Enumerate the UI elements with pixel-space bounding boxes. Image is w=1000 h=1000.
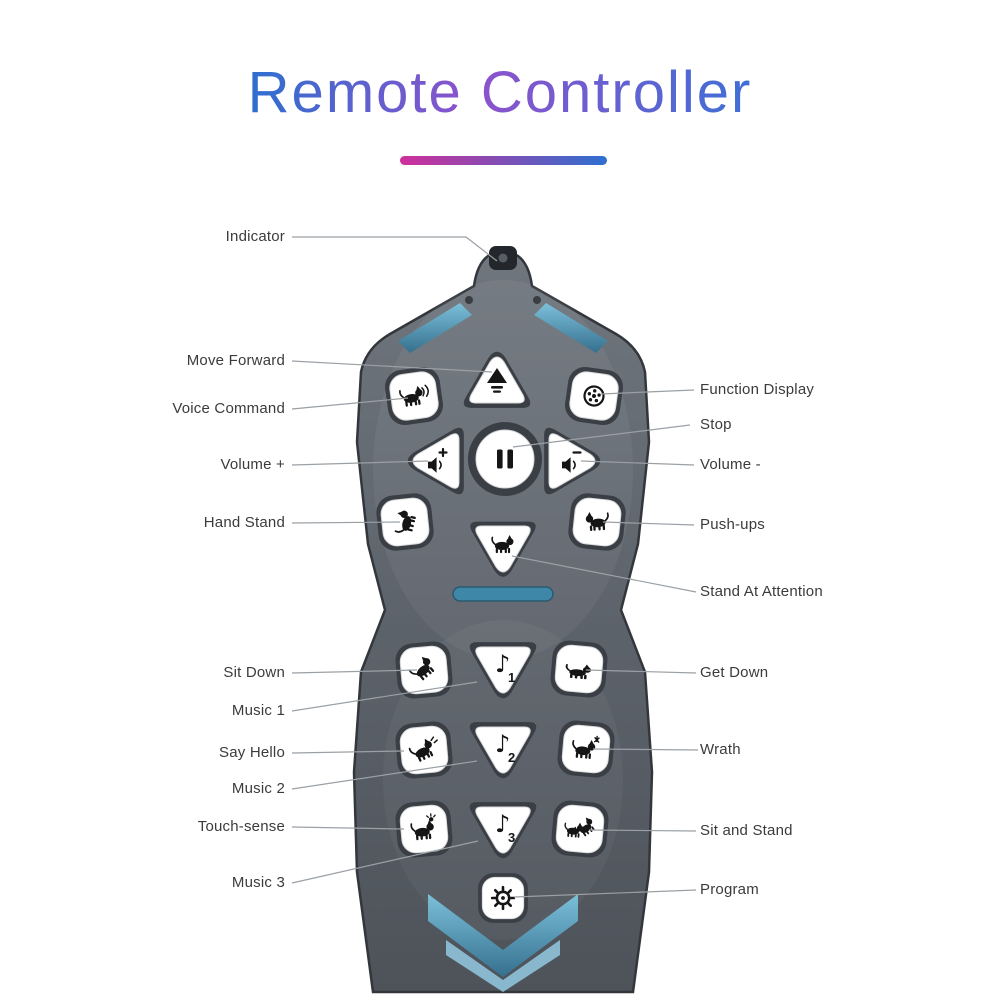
music-number: 2 — [508, 750, 515, 765]
sit-and-stand-button — [550, 799, 610, 859]
callout-line-sit-down — [291, 669, 418, 674]
callout-label-volume-minus: Volume - — [700, 456, 761, 473]
callout-line-stop — [512, 424, 691, 448]
callout-line-touch-sense — [291, 826, 405, 830]
music-note-icon: ♪ — [495, 730, 510, 758]
callout-lines — [291, 236, 699, 898]
callout-label-music-2: Music 2 — [231, 780, 285, 797]
callout-label-voice-command: Voice Command — [172, 400, 285, 417]
dog-bark-icon — [398, 384, 429, 409]
callout-label-program: Program — [700, 881, 759, 898]
get-down-button — [549, 639, 609, 699]
callout-line-program — [513, 889, 697, 898]
gear-icon — [490, 885, 516, 911]
say-hello-button — [394, 720, 454, 780]
callout-label-move-forward: Move Forward — [186, 352, 285, 369]
music-number: 1 — [508, 670, 515, 685]
music-note-icon: ♪ — [495, 810, 510, 838]
callout-line-volume-minus — [580, 460, 695, 466]
left-accent-stripe — [398, 303, 472, 353]
volume-minus-button — [544, 427, 601, 495]
callout-label-stop: Stop — [700, 416, 732, 433]
dog-touch-icon — [409, 813, 436, 842]
callout-line-function-display — [600, 389, 695, 395]
callout-label-wrath: Wrath — [700, 741, 741, 758]
remote-buttons: ♪ 1 ♪ 2 — [374, 351, 628, 923]
page-title: Remote Controller — [248, 60, 753, 125]
screw — [465, 296, 473, 304]
callout-label-stand-at-attention: Stand At Attention — [700, 583, 823, 600]
callout-label-function-display: Function Display — [700, 381, 815, 398]
callout-line-get-down — [585, 669, 697, 674]
ir-slot — [452, 586, 554, 602]
music-1-button: ♪ 1 — [469, 642, 537, 699]
callout-label-volume-plus: Volume + — [220, 456, 285, 473]
callout-line-sit-and-stand — [588, 829, 697, 832]
bottom-chevron — [428, 894, 578, 977]
callout-line-say-hello — [291, 750, 405, 754]
callout-line-voice-command — [291, 397, 409, 410]
wrath-button — [556, 719, 616, 779]
music-note-icon: ♪ — [495, 650, 510, 678]
callout-line-hand-stand — [291, 521, 401, 524]
voice-command-button — [382, 364, 446, 428]
callout-label-indicator: Indicator — [225, 228, 285, 245]
callout-line-volume-plus — [291, 460, 429, 466]
callout-label-touch-sense: Touch-sense — [197, 818, 285, 835]
callout-label-sit-down: Sit Down — [223, 664, 285, 681]
music-3-button: ♪ 3 — [469, 802, 537, 859]
callout-label-get-down: Get Down — [700, 664, 769, 681]
pause-icon — [497, 449, 513, 469]
move-forward-button — [463, 351, 531, 408]
callout-label-say-hello: Say Hello — [219, 744, 285, 761]
stop-button — [468, 422, 542, 496]
callout-line-music-3 — [291, 840, 479, 884]
callout-line-music-1 — [291, 681, 478, 712]
volume-plus-button — [407, 427, 464, 495]
right-accent-stripe — [534, 303, 608, 353]
callout-label-music-3: Music 3 — [231, 874, 285, 891]
callout-label-sit-and-stand: Sit and Stand — [700, 822, 793, 839]
music-number: 3 — [508, 830, 515, 845]
music-2-button: ♪ 2 — [469, 722, 537, 779]
dog-wave-icon — [407, 736, 438, 765]
program-button — [478, 873, 528, 923]
callout-line-indicator — [292, 236, 498, 262]
callout-line-wrath — [592, 748, 699, 751]
callout-line-push-ups — [602, 521, 695, 526]
callout-label-hand-stand: Hand Stand — [203, 514, 285, 531]
reel-icon — [583, 385, 605, 407]
title-underline — [400, 156, 607, 165]
screw — [533, 296, 541, 304]
dog-angry-icon — [570, 735, 600, 761]
touch-sense-button — [394, 799, 454, 859]
callout-line-music-2 — [291, 760, 478, 790]
callout-label-music-1: Music 1 — [231, 702, 285, 719]
callout-line-stand-at-attention — [511, 555, 697, 593]
function-display-button — [562, 364, 626, 428]
speaker-plus-icon — [427, 447, 448, 474]
speaker-minus-icon — [561, 451, 582, 474]
bottom-chevron-2 — [446, 940, 560, 992]
callout-label-push-ups: Push-ups — [700, 516, 765, 533]
callout-line-move-forward — [291, 360, 493, 373]
arrow-up-icon — [487, 368, 507, 393]
